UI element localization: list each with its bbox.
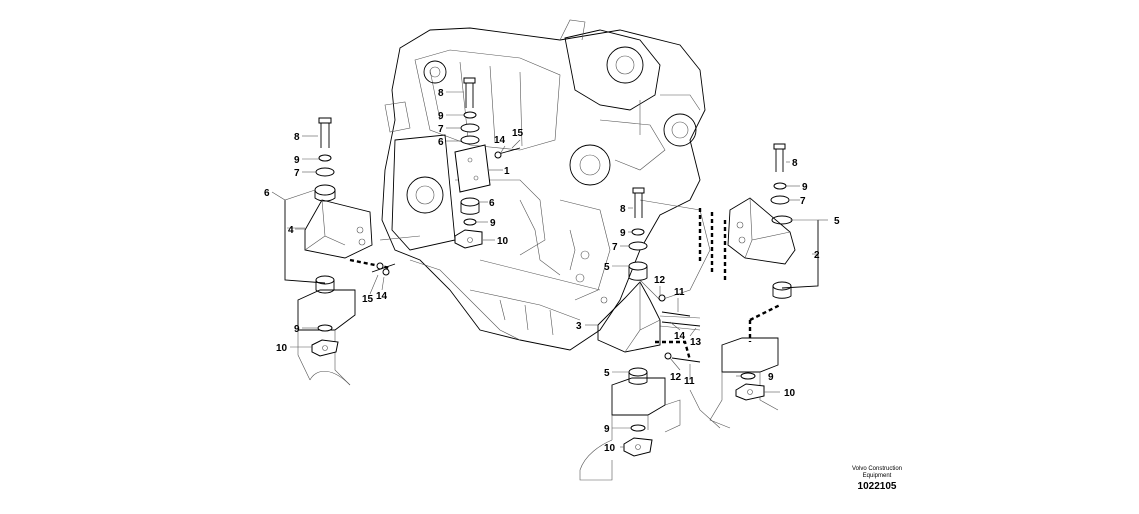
callout-9: 9 [438,111,444,122]
figure-number: 1022105 [857,481,897,492]
leader-lines [271,91,828,448]
callout-5: 5 [834,216,840,227]
callout-8: 8 [294,132,300,143]
frame-support-right [689,337,779,429]
center-upper-mount-stack [454,77,521,249]
callout-9: 9 [294,324,300,335]
callout-labels: 1 2 3 4 5 5 5 6 6 6 7 7 7 7 8 8 8 8 9 9 … [264,88,840,454]
callout-9: 9 [620,228,626,239]
callout-6: 6 [489,198,495,209]
callout-8: 8 [620,204,626,215]
callout-9: 9 [294,155,300,166]
callout-11: 11 [674,287,685,298]
publisher-caption: Volvo Construction Equipment [832,466,922,480]
callout-9: 9 [604,424,610,435]
publisher-line-1: Volvo Construction [851,466,903,472]
callout-7: 7 [800,196,806,207]
callout-10: 10 [784,388,796,399]
left-mount-stack [284,117,396,357]
callout-14: 14 [376,291,388,302]
callout-1: 1 [504,166,510,177]
callout-14: 14 [494,135,506,146]
callout-9: 9 [768,372,774,383]
callout-11: 11 [684,376,695,387]
callout-7: 7 [294,168,300,179]
callout-2: 2 [814,250,820,261]
publisher-line-2: Equipment [862,473,892,479]
assembly-path-lines [349,208,781,361]
callout-5: 5 [604,368,610,379]
callout-10: 10 [276,343,288,354]
callout-12: 12 [670,372,682,383]
callout-3: 3 [576,321,582,332]
callout-8: 8 [792,158,798,169]
callout-9: 9 [490,218,496,229]
callout-7: 7 [438,124,444,135]
frame-support-left [297,289,356,386]
callout-9: 9 [802,182,808,193]
callout-6: 6 [264,188,270,199]
center-lower-mount-stack [597,187,701,457]
frame-support-center [579,377,681,481]
callout-12: 12 [654,275,666,286]
callout-10: 10 [604,443,616,454]
callout-4: 4 [288,225,294,236]
callout-10: 10 [497,236,509,247]
callout-14: 14 [674,331,686,342]
callout-8: 8 [438,88,444,99]
callout-15: 15 [362,294,374,305]
callout-5: 5 [604,262,610,273]
engine-block-illustration [381,19,711,351]
callout-7: 7 [612,242,618,253]
callout-6: 6 [438,137,444,148]
callout-15: 15 [512,128,524,139]
callout-13: 13 [690,337,702,348]
